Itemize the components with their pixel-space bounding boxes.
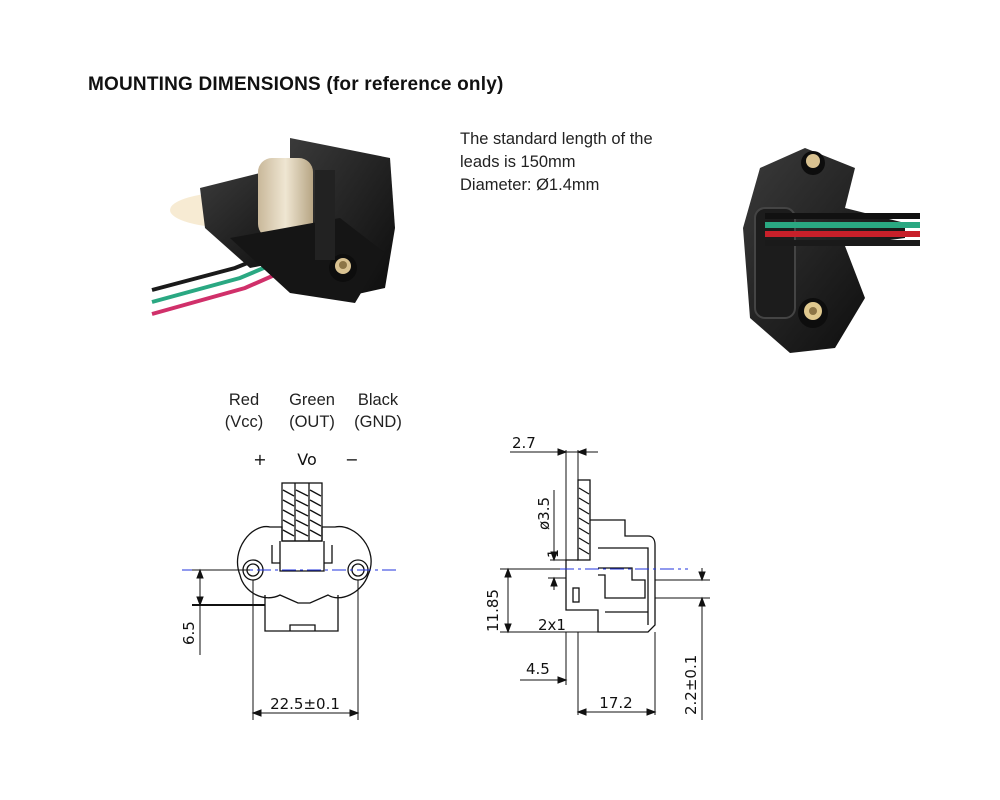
dim-side-2-2: 2.2±0.1	[682, 655, 700, 715]
dim-side-height: 11.85	[484, 589, 502, 632]
note-line-3: Diameter: Ø1.4mm	[460, 176, 600, 194]
wire-label-red: Red (Vcc)	[222, 389, 266, 433]
dim-side-17-2: 17.2	[599, 694, 632, 712]
wire-red-function: (Vcc)	[224, 413, 264, 431]
sensor-photo-front	[151, 138, 395, 316]
wire-red-color: Red	[228, 391, 260, 409]
dim-side-one: 1	[546, 549, 562, 558]
wire-label-black: Black (GND)	[348, 389, 408, 433]
front-view-drawing: + Vo − 6.5 22.5±0.1	[180, 450, 398, 720]
wire-label-green: Green (OUT)	[282, 389, 342, 433]
wire-black-color: Black	[357, 391, 399, 409]
wire-black-function: (GND)	[354, 413, 402, 431]
wire-green-function: (OUT)	[289, 413, 335, 431]
page-title: MOUNTING DIMENSIONS (for reference only)	[88, 74, 504, 96]
dim-front-width: 22.5±0.1	[270, 695, 340, 713]
dim-side-4-5: 4.5	[526, 660, 550, 678]
wire-black-symbol: −	[345, 450, 358, 469]
sensor-photo-back	[743, 148, 920, 353]
dim-front-height: 6.5	[180, 621, 198, 645]
wire-red-symbol: +	[253, 450, 266, 469]
side-view-drawing: 2.7 ø3.5 1 11.85 2x1 4.5 17.2 2.2±0.1	[484, 434, 710, 720]
title-suffix: (for reference only)	[326, 74, 504, 95]
note-line-1: The standard length of the	[460, 130, 653, 148]
title-main: MOUNTING DIMENSIONS	[88, 74, 321, 95]
lead-note: The standard length of the leads is 150m…	[460, 128, 653, 197]
dim-side-2x1: 2x1	[538, 616, 566, 634]
wire-green-color: Green	[289, 391, 335, 409]
wire-green-symbol: Vo	[297, 450, 317, 469]
dim-side-top: 2.7	[512, 434, 536, 452]
note-line-2: leads is 150mm	[460, 153, 576, 171]
dim-side-diameter: ø3.5	[535, 497, 553, 530]
